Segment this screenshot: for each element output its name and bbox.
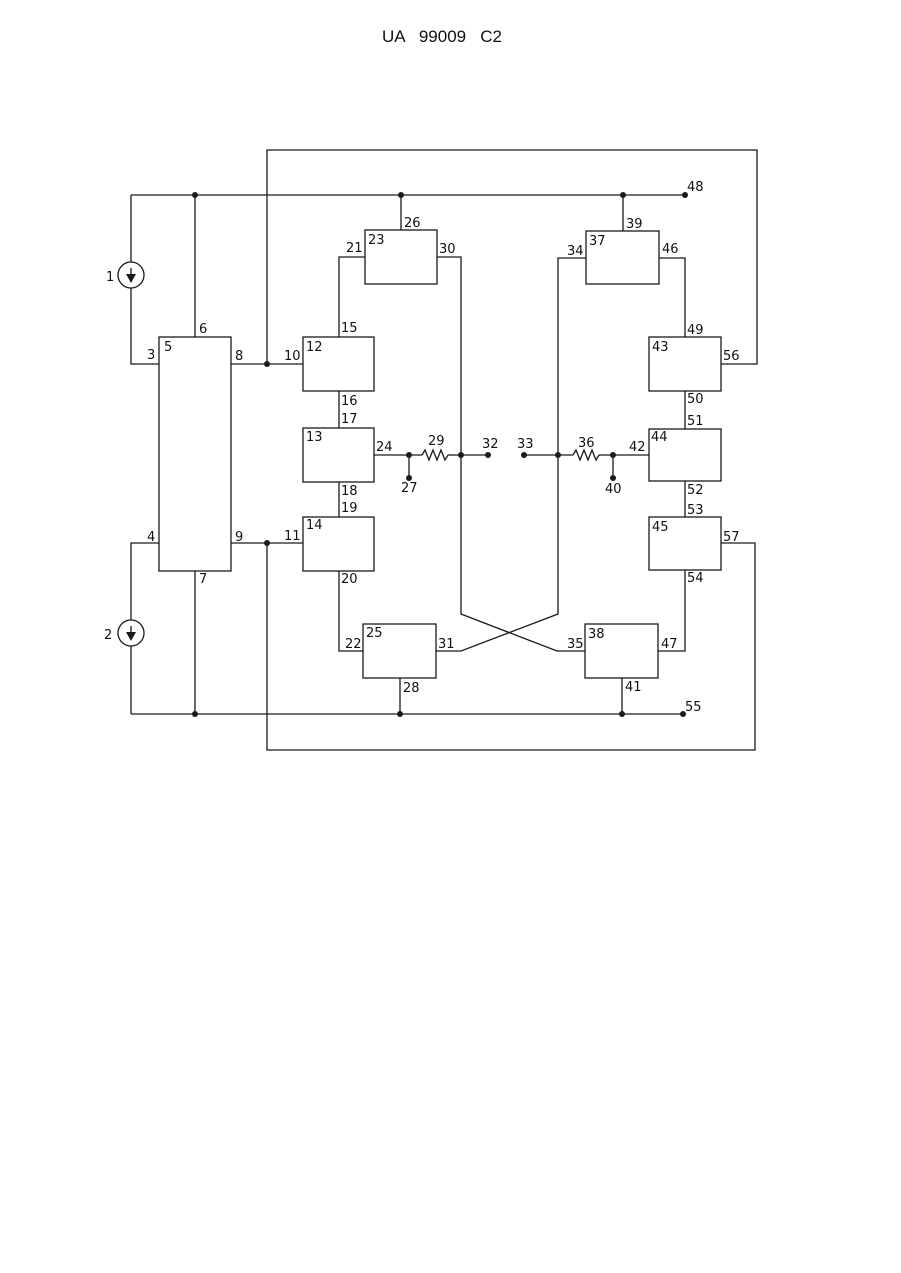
label-37: 37 xyxy=(589,234,606,249)
label-23: 23 xyxy=(368,233,385,248)
label-35: 35 xyxy=(567,637,584,652)
label-30: 30 xyxy=(439,242,456,257)
label-52: 52 xyxy=(687,483,704,498)
label-53: 53 xyxy=(687,503,704,518)
label-20: 20 xyxy=(341,572,358,587)
label-18: 18 xyxy=(341,484,358,499)
label-16: 16 xyxy=(341,394,358,409)
label-56: 56 xyxy=(723,349,740,364)
label-54: 54 xyxy=(687,571,704,586)
junction-30 xyxy=(458,452,464,458)
label-39: 39 xyxy=(626,217,643,232)
junction-24 xyxy=(406,452,412,458)
label-19: 19 xyxy=(341,501,358,516)
label-38: 38 xyxy=(588,627,605,642)
junction-39 xyxy=(620,192,626,198)
label-12: 12 xyxy=(306,340,323,355)
label-33: 33 xyxy=(517,437,534,452)
label-32: 32 xyxy=(482,437,499,452)
junction-26 xyxy=(398,192,404,198)
label-17: 17 xyxy=(341,412,358,427)
label-14: 14 xyxy=(306,518,323,533)
label-11: 11 xyxy=(284,529,301,544)
label-55: 55 xyxy=(685,700,702,715)
label-24: 24 xyxy=(376,440,393,455)
label-2: 2 xyxy=(104,628,112,643)
label-50: 50 xyxy=(687,392,704,407)
label-22: 22 xyxy=(345,637,362,652)
label-8: 8 xyxy=(235,349,243,364)
label-29: 29 xyxy=(428,434,445,449)
junction-9 xyxy=(264,540,270,546)
label-1: 1 xyxy=(106,270,114,285)
label-46: 46 xyxy=(662,242,679,257)
label-26: 26 xyxy=(404,216,421,231)
label-49: 49 xyxy=(687,323,704,338)
label-21: 21 xyxy=(346,241,363,256)
terminal-40 xyxy=(610,475,616,481)
junction-41 xyxy=(619,711,625,717)
terminal-32 xyxy=(485,452,491,458)
junction-42 xyxy=(610,452,616,458)
label-44: 44 xyxy=(651,430,668,445)
label-15: 15 xyxy=(341,321,358,336)
label-51: 51 xyxy=(687,414,704,429)
label-31: 31 xyxy=(438,637,455,652)
label-6: 6 xyxy=(199,322,207,337)
label-45: 45 xyxy=(652,520,669,535)
label-4: 4 xyxy=(147,530,155,545)
label-48: 48 xyxy=(687,180,704,195)
terminal-33 xyxy=(521,452,527,458)
junction-bottom-left xyxy=(192,711,198,717)
label-27: 27 xyxy=(401,481,418,496)
label-47: 47 xyxy=(661,637,678,652)
label-34: 34 xyxy=(567,244,584,259)
junction-34 xyxy=(555,452,561,458)
resistor-36 xyxy=(573,450,599,460)
label-3: 3 xyxy=(147,348,155,363)
label-25: 25 xyxy=(366,626,383,641)
label-40: 40 xyxy=(605,482,622,497)
label-43: 43 xyxy=(652,340,669,355)
wire-46-49 xyxy=(659,258,685,337)
label-5: 5 xyxy=(164,340,172,355)
label-10: 10 xyxy=(284,349,301,364)
label-13: 13 xyxy=(306,430,323,445)
label-28: 28 xyxy=(403,681,420,696)
label-36: 36 xyxy=(578,436,595,451)
junction-28 xyxy=(397,711,403,717)
label-42: 42 xyxy=(629,440,646,455)
block-5 xyxy=(159,337,231,571)
label-57: 57 xyxy=(723,530,740,545)
label-9: 9 xyxy=(235,530,243,545)
resistor-29 xyxy=(422,450,448,460)
junction-8 xyxy=(264,361,270,367)
label-41: 41 xyxy=(625,680,642,695)
label-7: 7 xyxy=(199,572,207,587)
junction-top-left xyxy=(192,192,198,198)
